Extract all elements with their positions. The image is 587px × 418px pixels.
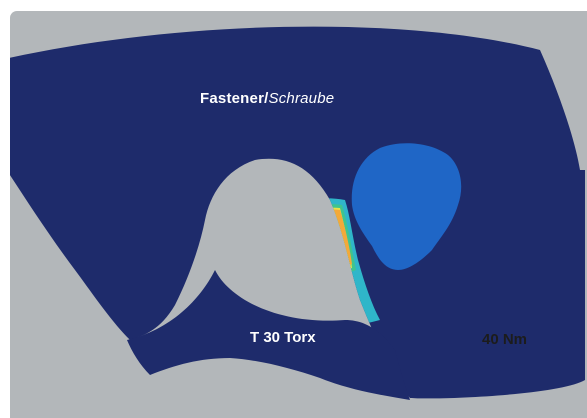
contact-blob [351, 143, 462, 270]
stress-zone-high [284, 209, 352, 280]
fastener-lower-lobe [127, 270, 410, 400]
fea-stress-plot [10, 26, 585, 400]
torque-label: 40 Nm [482, 331, 528, 348]
drive-label: T 30 Torx [250, 329, 316, 346]
fastener-label: Fastener/Schraube [200, 90, 334, 107]
fastener-body [10, 26, 585, 399]
fastener-label-en: Fastener/ [200, 90, 269, 107]
fastener-label-de: Schraube [268, 90, 335, 107]
fea-figure: Fastener/Schraube T 30 Torx 40 Nm [10, 11, 587, 418]
